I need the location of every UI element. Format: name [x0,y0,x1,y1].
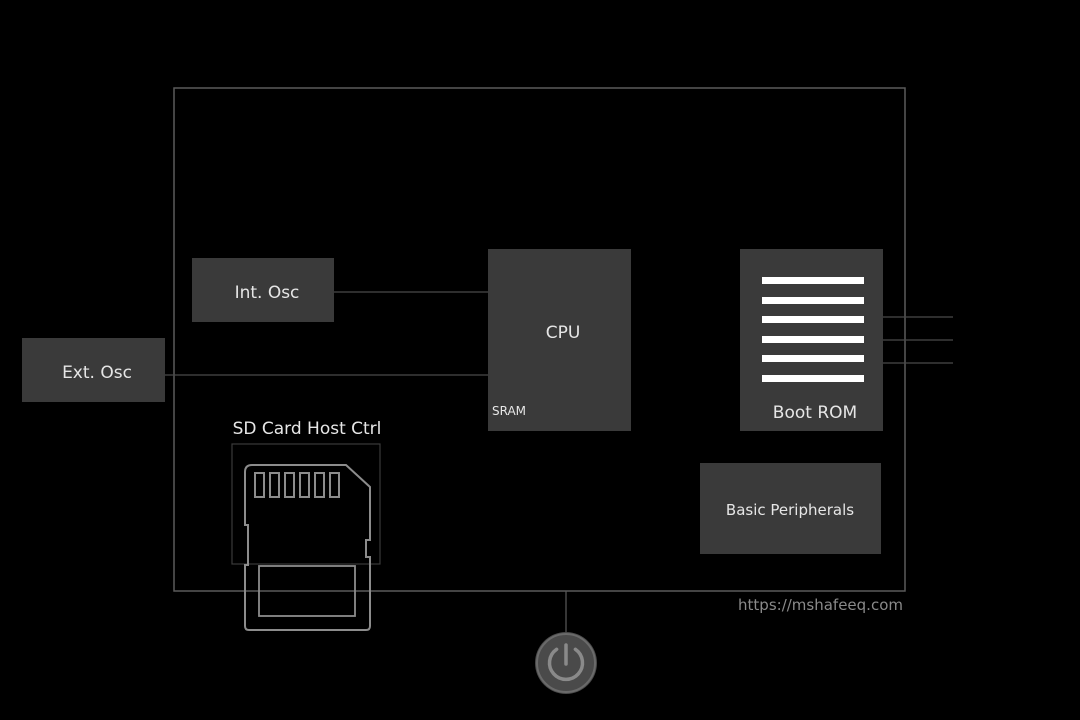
boot-rom-stripes [762,277,864,382]
basic-peripherals-block: Basic Peripherals [700,463,881,554]
cpu-label: CPU [546,323,581,343]
power-icon[interactable] [535,632,597,694]
sd-card-host-label: SD Card Host Ctrl [233,419,382,439]
cpu-block: CPU SRAM [488,249,631,431]
sd-card-icon [244,464,371,631]
sd-card-host-frame [231,443,381,565]
boot-rom-label: Boot ROM [773,403,857,423]
watermark-url: https://mshafeeq.com [738,596,903,614]
ext-osc-label: Ext. Osc [62,363,132,383]
sram-label: SRAM [492,404,526,418]
basic-peripherals-label: Basic Peripherals [726,501,854,519]
ext-osc-block: Ext. Osc [22,338,165,402]
int-osc-label: Int. Osc [235,283,300,303]
boot-rom-block: Boot ROM [740,249,883,431]
int-osc-block: Int. Osc [192,258,334,322]
